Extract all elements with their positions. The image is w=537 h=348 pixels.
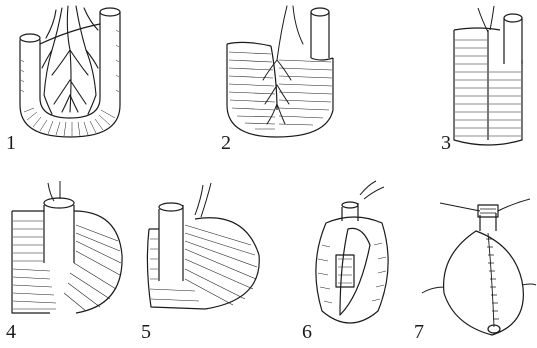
pouch-rolled-drawing xyxy=(135,175,270,348)
oval-pouch-drawing xyxy=(300,175,405,348)
step-3-label: 3 xyxy=(441,133,451,153)
closed-teardrop-pouch-drawing xyxy=(410,175,537,348)
step-7-label: 7 xyxy=(414,322,424,342)
step-3-panel: 3 xyxy=(438,0,537,160)
step-2-panel: 2 xyxy=(215,0,355,160)
u-loop-with-mesentery-drawing xyxy=(0,0,150,160)
step-4-label: 4 xyxy=(6,322,16,342)
step-1-label: 1 xyxy=(6,133,16,153)
step-5-panel: 5 xyxy=(135,175,270,348)
pouch-folding-drawing xyxy=(0,175,130,348)
step-6-panel: 6 xyxy=(300,175,405,348)
opened-u-pouch-drawing xyxy=(215,0,355,160)
opened-rectangular-pouch-drawing xyxy=(438,0,537,160)
step-5-label: 5 xyxy=(141,322,151,342)
step-2-label: 2 xyxy=(221,133,231,153)
step-1-panel: 1 xyxy=(0,0,150,160)
step-4-panel: 4 xyxy=(0,175,130,348)
step-7-panel: 7 xyxy=(410,175,537,348)
step-6-label: 6 xyxy=(302,322,312,342)
